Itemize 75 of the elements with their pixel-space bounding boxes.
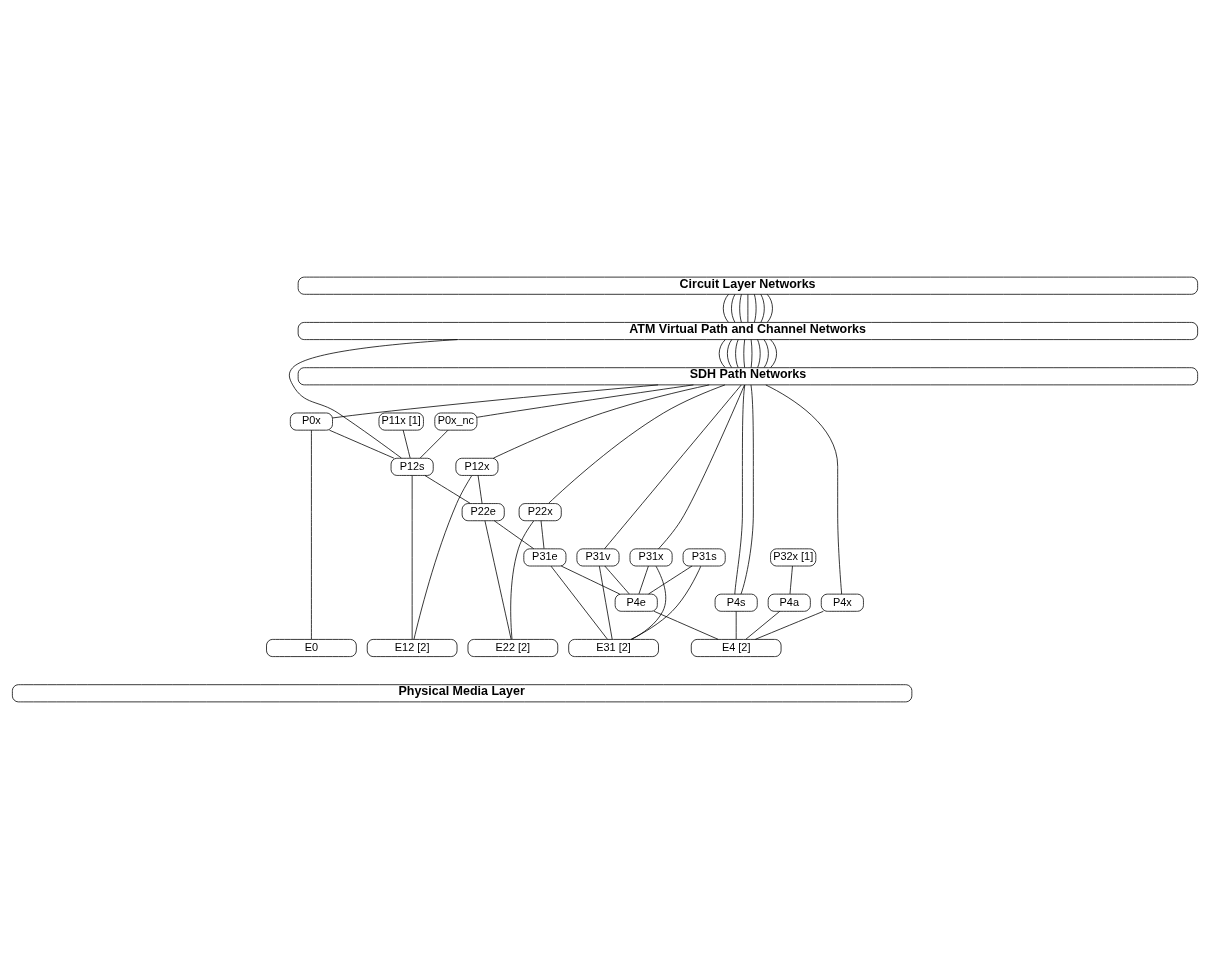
connector — [760, 293, 765, 323]
connector — [288, 338, 458, 458]
connector — [739, 293, 742, 323]
node-box: P31s — [682, 547, 726, 566]
connector — [753, 293, 757, 323]
connector — [750, 338, 753, 368]
node-box: P22e — [461, 502, 505, 521]
connector — [598, 565, 613, 640]
connector — [734, 384, 746, 594]
connector — [718, 338, 726, 368]
node-box: P11x [1] — [378, 412, 424, 431]
node-box: P0x_nc — [434, 412, 478, 431]
connector — [765, 384, 843, 594]
node-box: P4e — [614, 593, 658, 612]
connector — [770, 338, 777, 368]
connector — [763, 338, 769, 368]
connector — [484, 520, 512, 639]
connector — [402, 429, 411, 458]
node-box: P31v — [576, 547, 620, 566]
connector — [492, 384, 710, 459]
connector — [510, 520, 535, 640]
connector — [747, 293, 749, 323]
connector — [424, 474, 471, 504]
connector — [740, 384, 754, 594]
node-box: ATM Virtual Path and Channel Networks — [297, 321, 1199, 340]
connector — [631, 565, 667, 640]
connector — [731, 293, 736, 323]
node-box: P12x — [455, 457, 499, 476]
connector — [743, 338, 746, 368]
connector — [477, 474, 483, 504]
connector — [658, 384, 745, 549]
connector — [648, 565, 693, 594]
connector — [560, 565, 621, 594]
node-box: P4a — [767, 593, 811, 612]
node-box: P0x — [289, 412, 333, 431]
connector — [476, 384, 694, 418]
connector — [550, 565, 608, 640]
connector — [745, 610, 781, 640]
node-box: P31x — [629, 547, 673, 566]
connector — [311, 429, 312, 640]
node-box: E0 — [266, 638, 357, 657]
connector — [329, 429, 395, 459]
node-box: E31 [2] — [568, 638, 659, 657]
connector — [604, 384, 742, 549]
connector — [789, 565, 793, 594]
node-box: P32x [1] — [770, 547, 817, 566]
node-box: Physical Media Layer — [12, 683, 913, 702]
connector — [638, 565, 649, 594]
node-box: P12s — [390, 457, 434, 476]
node-box: P4s — [714, 593, 758, 612]
node-box: P4x — [820, 593, 864, 612]
node-box: Circuit Layer Networks — [297, 276, 1199, 295]
connector — [548, 384, 726, 504]
node-box: E12 [2] — [366, 638, 458, 657]
node-box: E22 [2] — [467, 638, 559, 657]
connector — [493, 519, 535, 549]
connector — [735, 610, 737, 640]
connector — [653, 610, 719, 640]
connector — [754, 610, 824, 640]
connector — [735, 338, 739, 368]
connector — [757, 338, 761, 368]
connector — [766, 293, 773, 323]
connector — [722, 293, 729, 323]
node-box: SDH Path Networks — [297, 366, 1199, 385]
node-box: P31e — [523, 547, 567, 566]
connector — [727, 338, 733, 368]
connector — [411, 474, 413, 640]
node-box: P22x — [518, 502, 562, 521]
connector — [332, 384, 659, 418]
connector — [604, 565, 630, 594]
connector — [540, 519, 545, 549]
connector — [413, 474, 473, 640]
node-box: E4 [2] — [690, 638, 782, 657]
connector — [419, 429, 449, 458]
connector — [630, 565, 702, 640]
